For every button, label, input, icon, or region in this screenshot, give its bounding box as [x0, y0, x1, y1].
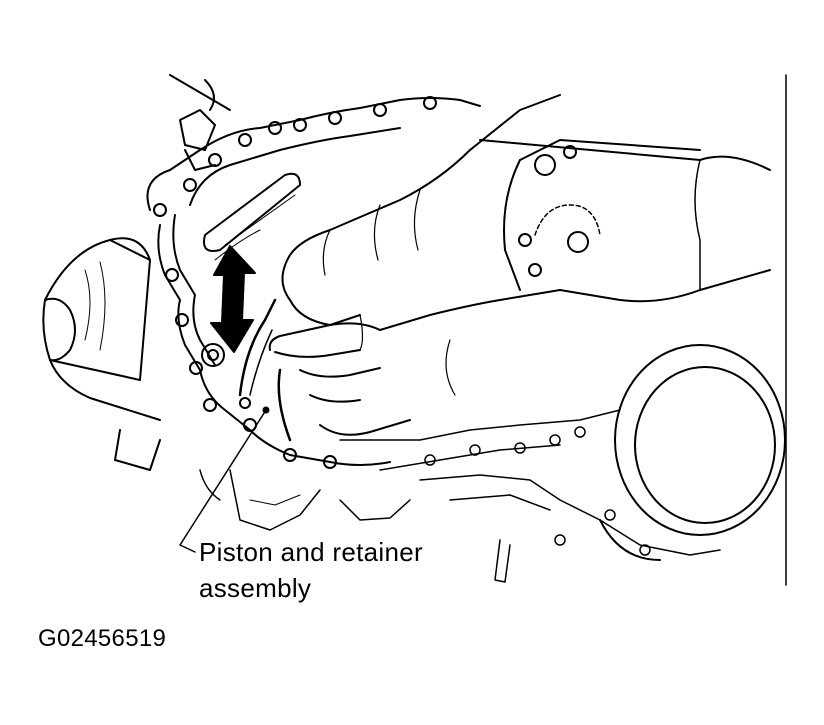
gear-housing [503, 139, 701, 291]
figure-id: G02456519 [38, 625, 167, 652]
callout-label-line2: assembly [199, 573, 312, 603]
callout-label-line1: Piston and retainer [199, 537, 423, 567]
callout-leader [179, 409, 267, 553]
upper-fitting [169, 74, 231, 171]
drum-housing [42, 237, 161, 471]
piston-retainer-assembly [238, 298, 292, 442]
double-headed-arrow-icon [210, 245, 256, 353]
inner-slots [203, 172, 301, 261]
hand-illustration [268, 94, 771, 436]
valve-body [199, 409, 721, 583]
case-flange [146, 96, 481, 469]
ring-bore [599, 344, 786, 561]
